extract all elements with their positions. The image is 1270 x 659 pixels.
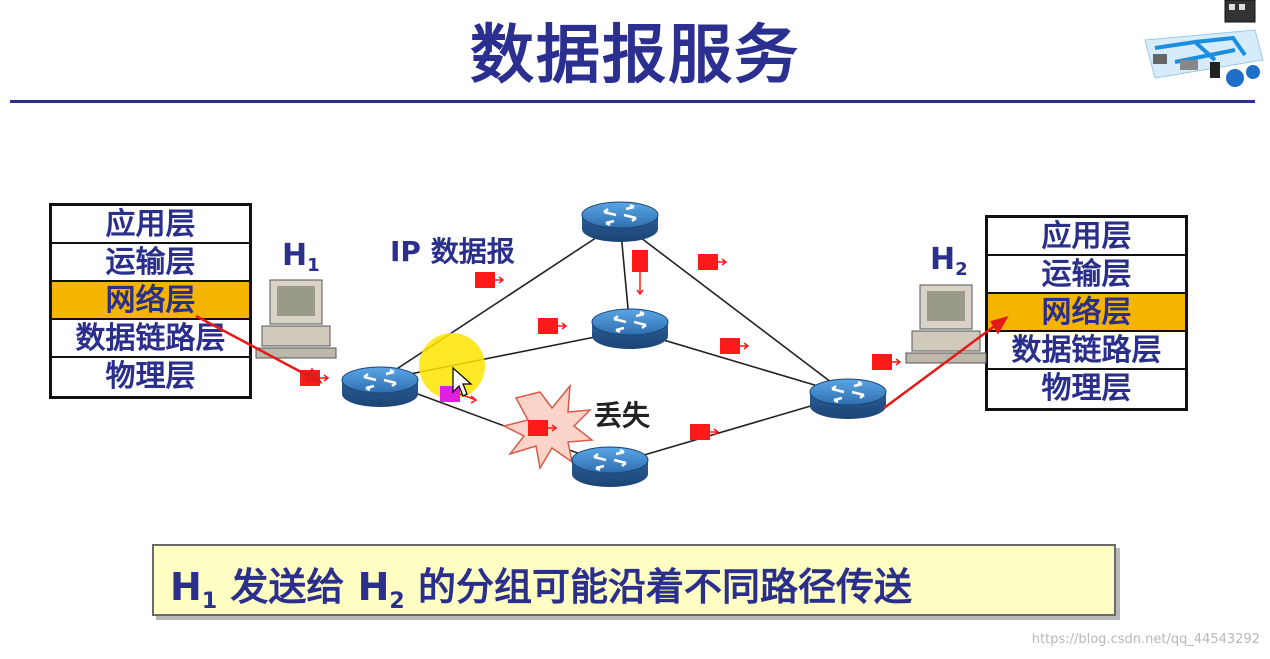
watermark: https://blog.csdn.net/qq_44543292 bbox=[1031, 632, 1260, 647]
packet-icon bbox=[474, 271, 504, 289]
host-h1-computer-icon bbox=[255, 279, 337, 359]
h1-protocol-stack: 应用层 运输层 网络层 数据链路层 物理层 bbox=[49, 203, 252, 399]
packet-icon bbox=[689, 423, 719, 441]
packet-icon bbox=[537, 317, 567, 335]
h2-layer-datalink: 数据链路层 bbox=[988, 332, 1185, 370]
host-h2-label: H2 bbox=[930, 242, 968, 280]
caption-text: H1 发送给 H2 的分组可能沿着不同路径传送 bbox=[170, 565, 912, 614]
mouse-pointer-icon bbox=[452, 366, 473, 397]
h2-layer-network: 网络层 bbox=[988, 294, 1185, 332]
ip-datagram-label: IP 数据报 bbox=[390, 235, 515, 268]
title-divider bbox=[10, 100, 1255, 103]
page-title: 数据报服务 bbox=[470, 19, 800, 93]
h2-layer-application: 应用层 bbox=[988, 218, 1185, 256]
packet-icon bbox=[697, 253, 727, 271]
h1-layer-datalink: 数据链路层 bbox=[52, 320, 249, 358]
h2-protocol-stack: 应用层 运输层 网络层 数据链路层 物理层 bbox=[985, 215, 1188, 411]
h2-layer-transport: 运输层 bbox=[988, 256, 1185, 294]
h1-layer-physical: 物理层 bbox=[105, 359, 196, 394]
h1-layer-application: 应用层 bbox=[52, 206, 249, 244]
network-logo-icon bbox=[1144, 0, 1264, 87]
router-r4-icon bbox=[570, 445, 650, 489]
packet-icon bbox=[632, 250, 648, 296]
h2-layer-physical: 物理层 bbox=[1041, 371, 1132, 406]
router-r2-icon bbox=[580, 200, 660, 244]
caption-box: H1 发送给 H2 的分组可能沿着不同路径传送 bbox=[152, 544, 1116, 616]
router-r3-icon bbox=[590, 307, 670, 351]
router-r5-icon bbox=[808, 377, 888, 421]
h1-layer-network: 网络层 bbox=[52, 282, 249, 320]
packet-icon bbox=[719, 337, 749, 355]
router-r1-icon bbox=[340, 365, 420, 409]
packet-icon bbox=[871, 353, 901, 371]
packet-loss-label: 丢失 bbox=[594, 399, 651, 432]
host-h1-label: H1 bbox=[282, 238, 320, 276]
h1-layer-transport: 运输层 bbox=[52, 244, 249, 282]
host-h2-computer-icon bbox=[905, 284, 987, 364]
